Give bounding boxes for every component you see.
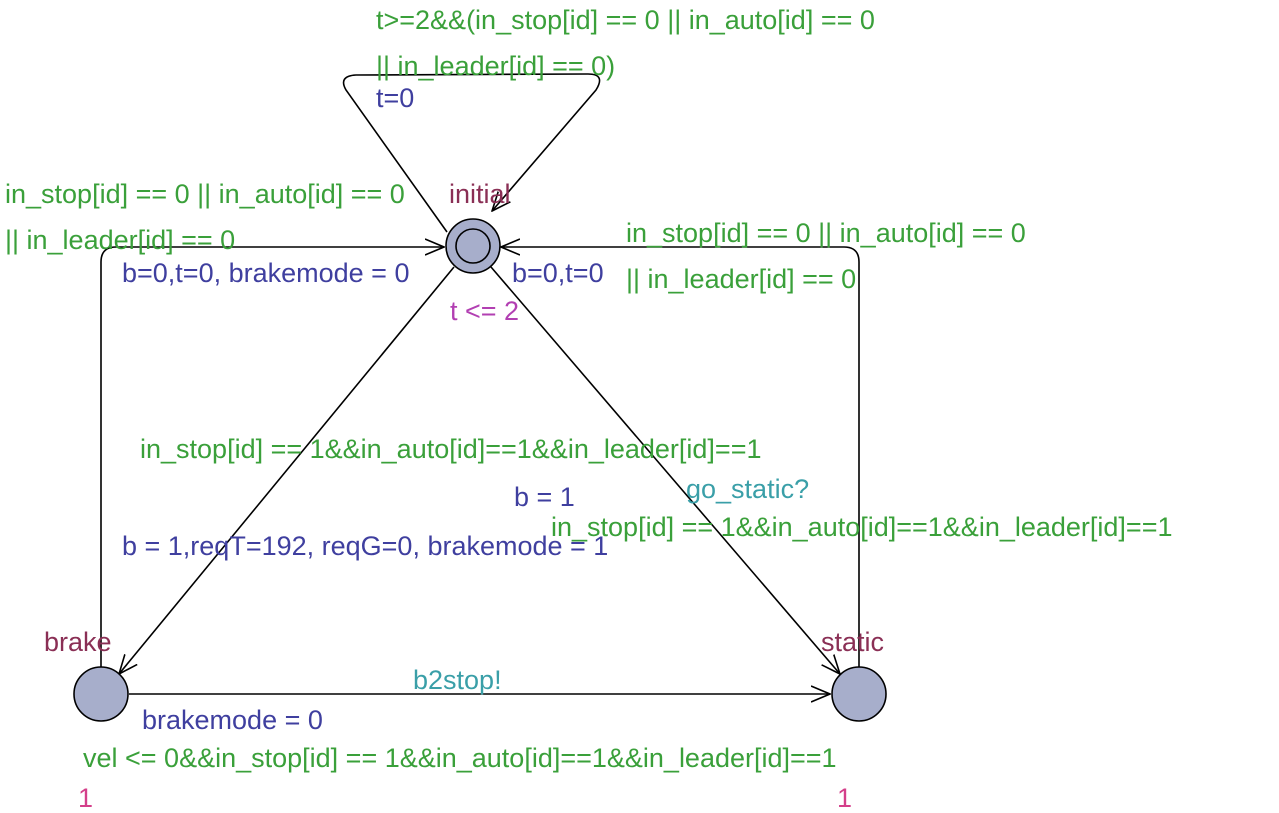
edge-initial-to-brake[interactable] xyxy=(119,266,455,674)
self-loop-guard-line2: || in_leader[id] == 0) xyxy=(376,51,616,81)
self-loop-guard-line1: t>=2&&(in_stop[id] == 0 || in_auto[id] =… xyxy=(376,5,875,35)
location-initial-name: initial xyxy=(449,179,511,209)
static-to-initial-guard-line1: in_stop[id] == 0 || in_auto[id] == 0 xyxy=(626,218,1026,248)
initial-to-brake-guard: in_stop[id] == 1&&in_auto[id]==1&&in_lea… xyxy=(140,434,762,464)
static-to-initial-update: b=0,t=0 xyxy=(512,258,604,288)
location-brake-circle xyxy=(73,666,129,722)
edge-initial-to-static[interactable] xyxy=(490,266,840,674)
initial-to-static-guard: in_stop[id] == 1&&in_auto[id]==1&&in_lea… xyxy=(551,512,1173,542)
initial-to-static-sync: go_static? xyxy=(686,474,810,504)
location-brake[interactable] xyxy=(73,666,129,722)
static-to-initial-guard-line2: || in_leader[id] == 0 xyxy=(626,264,857,294)
location-static-name: static xyxy=(821,627,885,657)
brake-to-initial-update: b=0,t=0, brakemode = 0 xyxy=(122,258,410,288)
location-initial-inner-circle xyxy=(455,228,491,264)
location-brake-name: brake xyxy=(44,627,112,657)
edge-self-loop[interactable] xyxy=(342,73,601,233)
location-initial-outer-circle xyxy=(445,218,501,274)
location-initial-invariant: t <= 2 xyxy=(450,296,520,326)
brake-to-initial-guard-line1: in_stop[id] == 0 || in_auto[id] == 0 xyxy=(5,179,405,209)
initial-to-brake-update: b = 1,reqT=192, reqG=0, brakemode = 1 xyxy=(122,531,609,561)
location-brake-rate: 1 xyxy=(78,783,94,813)
brake-to-static-update: brakemode = 0 xyxy=(142,705,323,735)
location-static-circle xyxy=(831,666,887,722)
edge-static-to-initial[interactable] xyxy=(501,247,860,667)
location-static[interactable] xyxy=(831,666,887,722)
brake-to-static-guard: vel <= 0&&in_stop[id] == 1&&in_auto[id]=… xyxy=(83,743,837,773)
location-initial[interactable] xyxy=(445,218,501,274)
edge-brake-to-initial[interactable] xyxy=(100,247,444,667)
location-static-rate: 1 xyxy=(837,783,853,813)
brake-to-initial-guard-line2: || in_leader[id] == 0 xyxy=(5,225,236,255)
self-loop-update: t=0 xyxy=(376,83,415,113)
brake-to-static-sync: b2stop! xyxy=(413,665,502,695)
initial-to-static-update: b = 1 xyxy=(514,482,575,512)
